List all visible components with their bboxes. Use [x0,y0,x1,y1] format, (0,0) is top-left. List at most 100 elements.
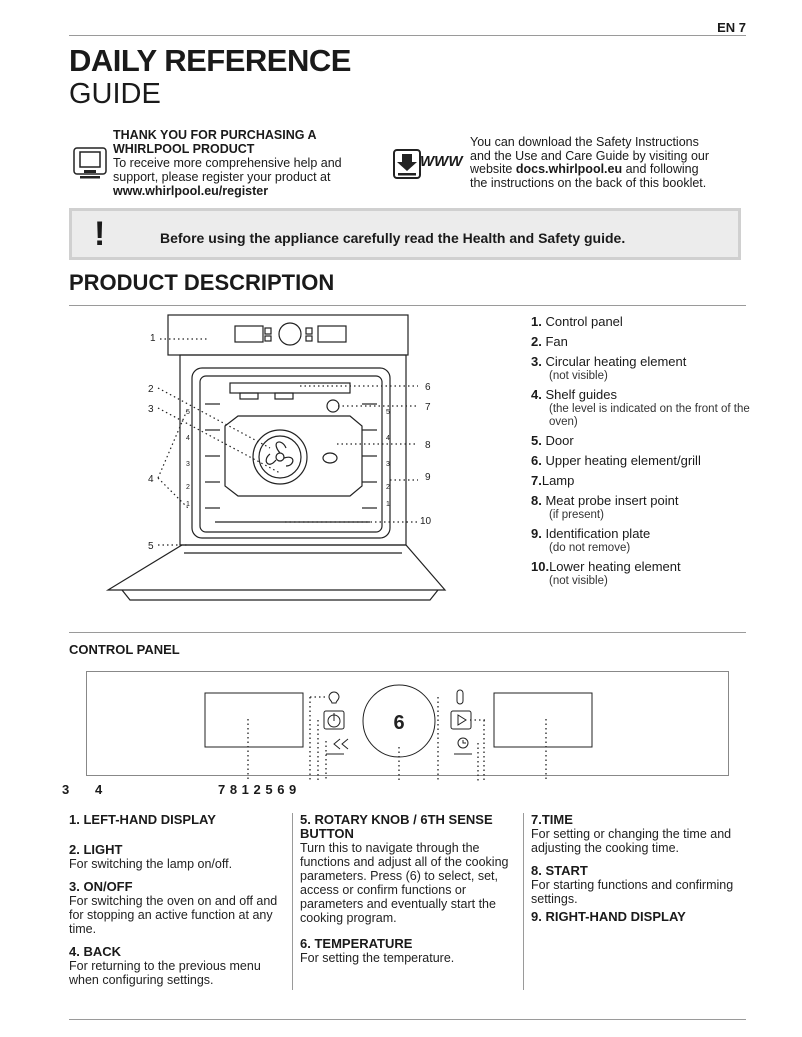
cp-num-3: 3 [62,782,70,797]
callout-2: 2 [148,384,154,395]
thermometer-icon[interactable] [456,689,464,705]
level-left-4: 4 [186,435,190,442]
level-left-1: 1 [186,501,190,508]
callout-6: 6 [425,382,431,393]
legend-num: 2. [531,334,542,349]
download-text-1: You can download the Safety Instructions [470,135,699,149]
download-icon [392,148,466,182]
product-legend: 1. Control panel 2. Fan 3. Circular heat… [531,314,761,592]
cp-text: For switching the oven on and off and fo… [69,894,278,936]
cp-heading: 9. RIGHT-HAND DISPLAY [531,909,686,924]
register-text-2: support, please register your product at [113,170,331,184]
legend-num: 9. [531,526,542,541]
legend-item: 3. Circular heating element(not visible) [531,354,761,383]
cp-text: For returning to the previous menu when … [69,959,261,987]
download-link[interactable]: docs.whirlpool.eu [515,162,623,176]
register-block: THANK YOU FOR PURCHASING A WHIRLPOOL PRO… [113,128,373,198]
download-text-3: website docs.whirlpool.eu and following [470,162,750,177]
level-left-5: 5 [186,409,190,416]
legend-label: Door [545,433,574,448]
legend-num: 6. [531,453,542,468]
cp-heading: 2. LIGHT [69,842,123,857]
page-subtitle: GUIDE [69,78,161,110]
legend-note: (not visible) [549,575,608,587]
legend-num: 1. [531,314,542,329]
column-divider [523,813,524,990]
column-divider [292,813,293,990]
control-panel-title: CONTROL PANEL [69,642,180,657]
back-icon[interactable] [333,738,349,750]
legend-num: 10. [531,559,550,574]
legend-label: Lamp [541,473,575,488]
level-left-2: 2 [186,484,190,491]
safety-warning-text: Before using the appliance carefully rea… [160,230,626,246]
legend-num: 8. [531,493,542,508]
legend-num: 3. [531,354,542,369]
legend-item: 8. Meat probe insert point(if present) [531,493,761,522]
callout-4: 4 [148,474,154,485]
legend-item: 7.Lamp [531,473,761,489]
control-panel-diagram: 6 [86,671,730,781]
legend-item: 5. Door [531,433,761,449]
legend-label: Upper heating element/grill [545,453,701,468]
legend-label: Identification plate [545,526,651,541]
legend-label: Control panel [545,314,623,329]
cp-num-rest: 7 8 1 2 5 6 9 [218,782,297,797]
cp-heading: 3. ON/OFF [69,879,133,894]
level-right-4: 4 [386,435,390,442]
download-text-2: and the Use and Care Guide by visiting o… [470,148,710,163]
cp-heading: 7.TIME [531,812,573,827]
header-rule [69,35,746,36]
cp-text: For setting the temperature. [300,951,455,965]
download-text-4: the instructions on the back of this boo… [470,175,707,190]
level-left-3: 3 [186,461,190,468]
start-button[interactable] [450,710,472,730]
cp-text: For switching the lamp on/off. [69,857,233,871]
callout-1: 1 [150,333,156,344]
cp-text: For starting functions and confirming se… [531,878,734,906]
cp-column-3: 7.TIME For setting or changing the time … [531,813,741,924]
download-prefix: website [470,162,516,176]
register-heading-2: WHIRLPOOL PRODUCT [113,142,255,156]
product-description-title: PRODUCT DESCRIPTION [69,270,335,295]
cp-heading: 5. ROTARY KNOB / 6TH SENSE BUTTON [300,812,493,841]
svg-text:6: 6 [393,712,404,734]
legend-label: Meat probe insert point [545,493,679,508]
on-off-button[interactable] [323,710,345,730]
cp-text: For setting or changing the time and adj… [531,827,732,855]
cp-heading: 4. BACK [69,944,122,959]
cp-column-2: 5. ROTARY KNOB / 6TH SENSE BUTTON Turn t… [300,812,515,966]
cp-heading: 6. TEMPERATURE [300,936,413,951]
legend-label: Lower heating element [549,559,681,574]
legend-note: (do not remove) [549,542,631,554]
www-label: WWW [420,153,463,170]
register-text-1: To receive more comprehensive help and [113,156,342,170]
legend-item: 9. Identification plate(do not remove) [531,526,761,555]
clock-icon[interactable] [457,737,469,749]
callout-7: 7 [425,402,431,413]
legend-num: 5. [531,433,542,448]
level-right-2: 2 [386,484,390,491]
control-panel-rule [69,632,746,633]
left-display [204,692,304,748]
cp-heading: 8. START [531,863,588,878]
monitor-icon [72,146,108,182]
callout-3: 3 [148,404,154,415]
legend-item: 10.Lower heating element(not visible) [531,559,761,588]
register-link[interactable]: www.whirlpool.eu/register [113,184,269,198]
exclamation-icon: ! [94,215,106,253]
callout-8: 8 [425,440,431,451]
level-right-1: 1 [386,501,390,508]
cp-num-4: 4 [95,782,103,797]
legend-item: 2. Fan [531,334,761,350]
legend-label: Shelf guides [545,387,618,402]
callout-5: 5 [148,541,154,552]
callout-9: 9 [425,472,431,483]
cp-text: Turn this to navigate through the functi… [300,841,509,925]
lightbulb-icon[interactable] [328,691,340,704]
oven-diagram: 1 2 3 4 5 6 7 8 9 10 5 4 3 2 1 5 4 3 2 1 [100,308,450,608]
legend-item: 4. Shelf guides(the level is indicated o… [531,387,761,429]
download-block: You can download the Safety Instructions… [470,135,750,190]
safety-warning-box: ! Before using the appliance carefully r… [69,208,741,260]
callout-10: 10 [420,516,432,527]
